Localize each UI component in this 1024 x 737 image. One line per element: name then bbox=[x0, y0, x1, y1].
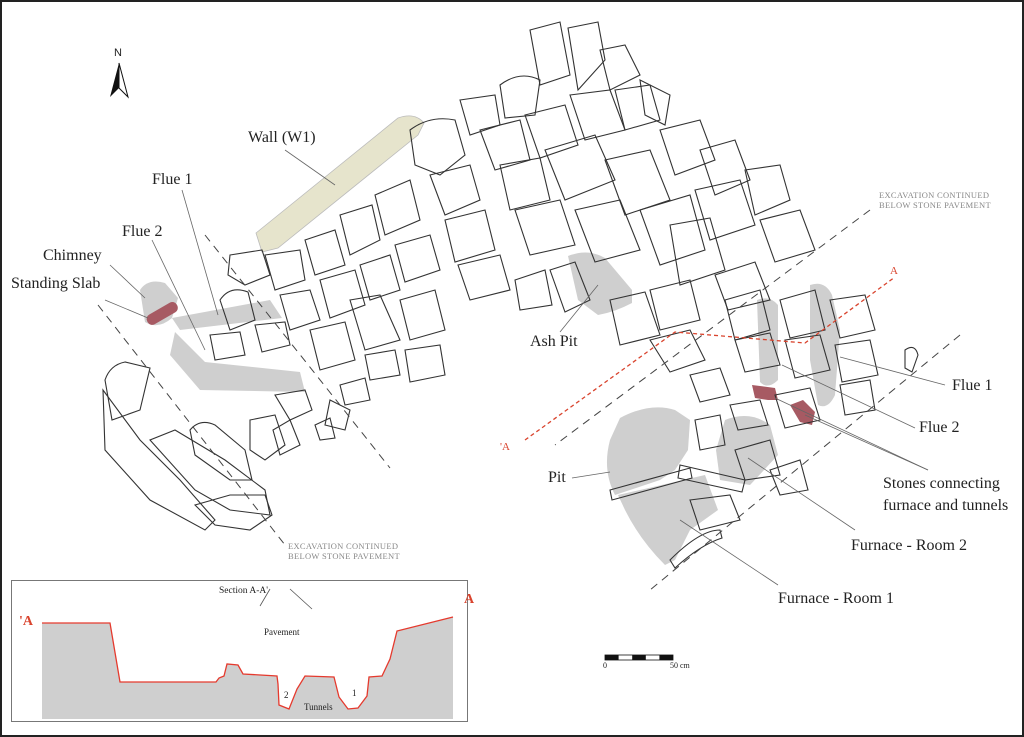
connecting-stone-2 bbox=[790, 400, 815, 425]
stone-pavement bbox=[102, 21, 919, 569]
flue1-right-shape bbox=[810, 283, 840, 407]
flue2-left-shape bbox=[170, 332, 305, 392]
section-tunnels-label: Tunnels bbox=[304, 702, 333, 712]
excavation-boundary-lines bbox=[97, 209, 961, 591]
flue2-left-label: Flue 2 bbox=[122, 223, 163, 240]
flue2-right-label: Flue 2 bbox=[919, 419, 960, 436]
flue1-left-label: Flue 1 bbox=[152, 171, 193, 188]
excavation-note-right: EXCAVATION CONTINUED BELOW STONE PAVEMEN… bbox=[879, 190, 991, 211]
ash-pit-shape bbox=[568, 252, 632, 315]
ash-pit-label: Ash Pit bbox=[530, 333, 578, 350]
scale-start-label: 0 bbox=[603, 661, 607, 670]
scale-bar-icon bbox=[604, 654, 674, 661]
north-label: N bbox=[114, 47, 122, 59]
section-end-a-prime-label: 'A bbox=[500, 441, 510, 453]
standing-slab-shape bbox=[146, 302, 178, 325]
scale-end-label: 50 cm bbox=[670, 661, 690, 670]
furnace-room1-shape bbox=[618, 475, 718, 565]
stones-connecting-label-line2: furnace and tunnels bbox=[883, 497, 1009, 514]
excavation-note-left: EXCAVATION CONTINUED BELOW STONE PAVEMEN… bbox=[288, 541, 400, 562]
north-arrow-icon bbox=[110, 62, 129, 99]
leader-lines bbox=[104, 149, 946, 586]
section-profile-drawing bbox=[42, 588, 454, 719]
section-inset: Section A-A' Pavement Tunnels 2 1 'A A bbox=[11, 580, 474, 722]
connecting-stone-1 bbox=[752, 385, 778, 400]
pit-label: Pit bbox=[548, 469, 566, 486]
standing-slab-label: Standing Slab bbox=[11, 275, 101, 292]
section-title: Section A-A' bbox=[219, 586, 268, 596]
chimney-label: Chimney bbox=[43, 247, 102, 264]
flue1-right-label: Flue 1 bbox=[952, 377, 993, 394]
wall-w1-label: Wall (W1) bbox=[248, 129, 316, 146]
section-tunnel-1-label: 1 bbox=[352, 688, 357, 698]
wall-w1-shape bbox=[255, 115, 425, 253]
furnace-room1-label: Furnace - Room 1 bbox=[778, 590, 894, 607]
stones-connecting-label-line1: Stones connecting bbox=[883, 475, 1000, 492]
flue2-right-shape bbox=[757, 298, 778, 386]
section-line-a-a-prime bbox=[524, 276, 896, 441]
section-pavement-label: Pavement bbox=[264, 627, 300, 637]
furnace-room2-label: Furnace - Room 2 bbox=[851, 537, 967, 554]
section-end-left-label: 'A bbox=[19, 614, 33, 629]
flue1-left-shape bbox=[172, 300, 282, 330]
section-tunnel-2-label: 2 bbox=[284, 690, 289, 700]
furnace-room2-shape bbox=[716, 416, 778, 485]
pit-shape bbox=[606, 407, 690, 495]
section-end-a-label: A bbox=[890, 265, 898, 277]
section-end-right-label: A bbox=[464, 592, 475, 607]
